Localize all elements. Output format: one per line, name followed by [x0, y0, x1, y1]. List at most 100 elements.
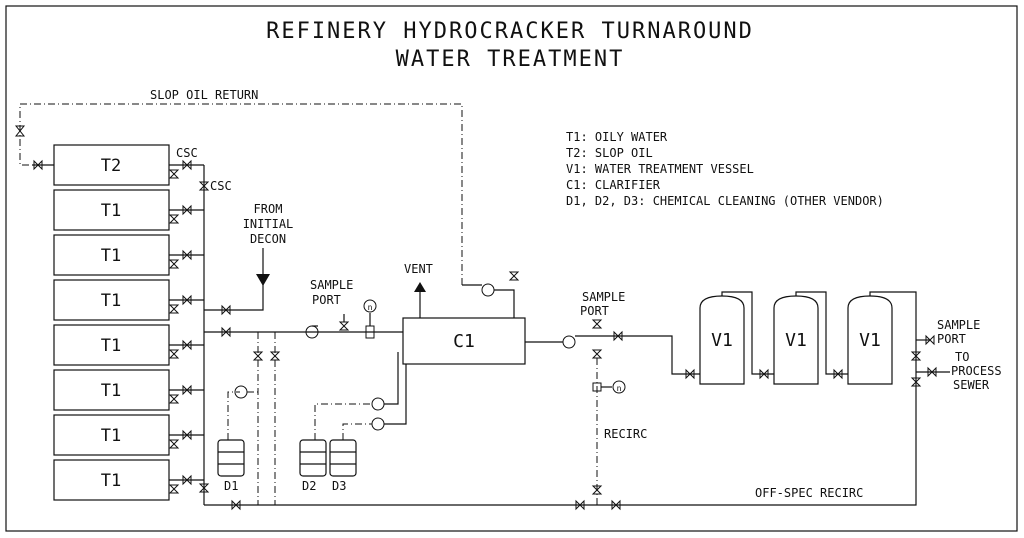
valve-icon — [591, 349, 603, 359]
initial-label: INITIAL — [243, 217, 294, 231]
valve-icon — [508, 271, 520, 281]
initial-decon-inlet: FROM INITIAL DECON — [204, 202, 294, 316]
valve-icon — [221, 304, 231, 316]
tank-outlet-piping: CSC CSC — [32, 146, 232, 505]
clarifier-c1: C1 VENT — [402, 262, 526, 365]
tank-t1 — [53, 459, 170, 501]
clarifier-feed-line: SAMPLE PORT n — [204, 278, 403, 339]
tank-t1 — [53, 324, 170, 366]
drum-label: D1 — [224, 479, 238, 493]
sample-valve-icon — [925, 334, 935, 346]
sewer-label: SEWER — [953, 378, 990, 392]
pump-icon — [371, 397, 385, 411]
drum-d3 — [329, 439, 357, 477]
diagram-title-line1: REFINERY HYDROCRACKER TURNAROUND — [266, 19, 754, 44]
vessel-label: V1 — [785, 330, 807, 351]
valve-icon — [168, 214, 180, 224]
tank-label: T1 — [101, 381, 121, 401]
vessel-train: V1 V1 V1 — [699, 291, 917, 480]
valve-icon — [927, 366, 937, 378]
valve-icon — [168, 259, 180, 269]
valve-icon — [168, 349, 180, 359]
valve-icon — [685, 368, 695, 380]
valve-icon — [33, 159, 43, 171]
legend: T1: OILY WATER T2: SLOP OIL V1: WATER TR… — [566, 130, 884, 208]
off-spec-recirc-label: OFF-SPEC RECIRC — [755, 486, 863, 500]
valve-icon — [168, 484, 180, 494]
to-label: TO — [955, 350, 969, 364]
sample-valve-icon — [591, 319, 603, 329]
sample-port-label: SAMPLE — [582, 290, 625, 304]
recirc-line: n RECIRC — [591, 358, 647, 505]
pump-icon — [481, 283, 495, 297]
vessel-label: V1 — [711, 330, 733, 351]
valve-icon — [198, 483, 210, 493]
tank-t2 — [53, 144, 170, 186]
drum-d2-d3-assembly: D2 D3 — [299, 352, 407, 493]
gauge-icon — [612, 380, 626, 394]
process-label: PROCESS — [951, 364, 1002, 378]
tank-t1 — [53, 234, 170, 276]
drum-label: D2 — [302, 479, 316, 493]
valve-icon — [182, 429, 192, 441]
legend-c1: C1: CLARIFIER — [566, 178, 661, 192]
valve-icon — [182, 249, 192, 261]
tank-t1 — [53, 279, 170, 321]
tank-t1 — [53, 414, 170, 456]
legend-t2: T2: SLOP OIL — [566, 146, 653, 160]
diagram-border — [5, 5, 1018, 532]
legend-v1: V1: WATER TREATMENT VESSEL — [566, 162, 754, 176]
valve-icon — [269, 351, 281, 361]
clarifier-outlet-line: SAMPLE PORT — [525, 290, 700, 380]
diagram-title-line2: WATER TREATMENT — [396, 47, 625, 72]
valve-icon — [591, 485, 603, 495]
legend-drums: D1, D2, D3: CHEMICAL CLEANING (OTHER VEN… — [566, 194, 884, 208]
valve-icon — [168, 169, 180, 179]
drum-label: D3 — [332, 479, 346, 493]
drum-d1 — [217, 439, 245, 477]
check-valve-icon — [14, 125, 26, 137]
sample-port-label: PORT — [312, 293, 341, 307]
valve-icon — [182, 384, 192, 396]
sample-port-label: SAMPLE — [310, 278, 353, 292]
from-label: FROM — [254, 202, 283, 216]
pump-icon — [562, 335, 576, 349]
tank-t1 — [53, 369, 170, 411]
valve-icon — [182, 474, 192, 486]
valve-icon — [910, 377, 922, 387]
vent-arrow-icon — [414, 282, 426, 292]
valve-icon — [182, 204, 192, 216]
tank-label: T2 — [101, 156, 121, 176]
valve-icon — [611, 499, 621, 511]
valve-icon — [833, 368, 843, 380]
slop-return-pump — [462, 271, 520, 318]
sample-port-label: SAMPLE — [937, 318, 980, 332]
sample-port-label: PORT — [937, 332, 966, 346]
tank-label: T1 — [101, 471, 121, 491]
pump-icon — [371, 417, 385, 431]
gauge-label: n — [368, 303, 373, 312]
tank-label: T1 — [101, 201, 121, 221]
drum-d1-assembly: D1 — [217, 332, 281, 505]
legend-t1: T1: OILY WATER — [566, 130, 668, 144]
valve-icon — [613, 330, 623, 342]
slop-oil-return-label: SLOP OIL RETURN — [150, 88, 258, 102]
valve-icon — [168, 439, 180, 449]
tank-label: T1 — [101, 291, 121, 311]
clarifier-label: C1 — [453, 331, 475, 352]
valve-icon — [575, 499, 585, 511]
slop-oil-return-line: SLOP OIL RETURN — [14, 88, 463, 285]
vent-label: VENT — [404, 262, 433, 276]
vessel-v1: V1 — [847, 295, 893, 385]
sample-valve-icon — [338, 321, 350, 331]
vessel-v1: V1 — [773, 295, 819, 385]
vessel-label: V1 — [859, 330, 881, 351]
sample-port-label: PORT — [580, 304, 609, 318]
drum-d2 — [299, 439, 327, 477]
decon-label: DECON — [250, 232, 286, 246]
effluent-outlet: SAMPLE PORT TO PROCESS SEWER — [910, 318, 1002, 392]
valve-icon — [759, 368, 769, 380]
valve-icon — [182, 294, 192, 306]
gauge-icon — [363, 299, 377, 313]
